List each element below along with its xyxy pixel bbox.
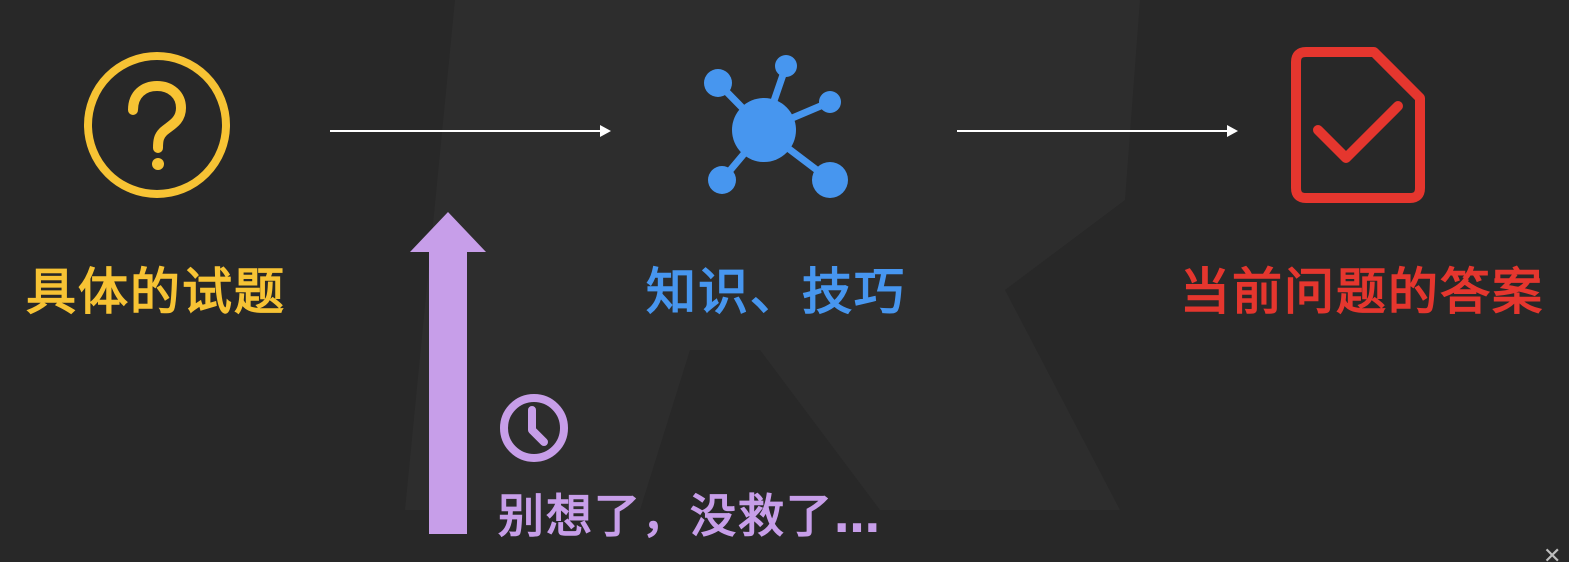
up-arrow xyxy=(410,212,486,534)
clock-icon xyxy=(500,394,568,462)
document-check-icon xyxy=(1291,47,1425,203)
question-circle-icon xyxy=(84,52,230,198)
arrow-question-to-knowledge xyxy=(330,125,611,137)
corner-close-icon[interactable]: ✕ xyxy=(1543,544,1562,562)
node-label-knowledge: 知识、技巧 xyxy=(646,263,906,321)
network-hub-icon xyxy=(704,55,848,198)
annotation-caption: 别想了，没救了… xyxy=(498,489,882,543)
node-label-answer: 当前问题的答案 xyxy=(1180,263,1544,321)
node-label-question: 具体的试题 xyxy=(26,263,286,321)
arrow-knowledge-to-answer xyxy=(957,125,1238,137)
